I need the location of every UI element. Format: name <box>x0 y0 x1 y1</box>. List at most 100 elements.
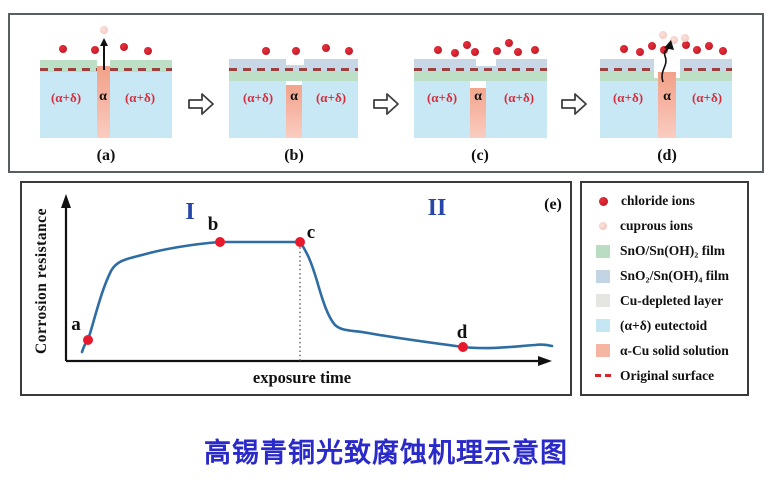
x-axis-label: exposure time <box>253 368 351 387</box>
figure-title: 高锡青铜光致腐蚀机理示意图 <box>204 438 568 469</box>
chloride-ion-dot <box>505 39 513 47</box>
point-c <box>295 237 305 247</box>
sno2-film-swatch-icon <box>596 269 610 283</box>
chloride-ion-dot <box>620 45 628 53</box>
stage-arrow-icon <box>561 93 587 115</box>
chloride-ion-dot <box>322 44 330 52</box>
stage-arrow-icon <box>373 93 399 115</box>
legend-item-label: α-Cu solid solution <box>620 342 729 358</box>
chloride-ion-dot <box>660 46 668 54</box>
point-label-c: c <box>307 222 315 243</box>
stage-arrow-icon <box>188 93 214 115</box>
original-surface-line <box>414 68 547 71</box>
cu-depleted-swatch-icon <box>596 294 610 308</box>
chloride-ion-dot <box>471 48 479 56</box>
graph-box: a b c d I II (e) Corrosion resistance ex… <box>20 181 572 396</box>
chloride-ion-dot <box>693 46 701 54</box>
point-a <box>83 335 93 345</box>
chloride-ion-dot <box>636 48 644 56</box>
chloride-ion-dot <box>451 49 459 57</box>
chloride-ion-dot <box>493 47 501 55</box>
chloride-ion-dot <box>91 46 99 54</box>
legend-box: chloride ions cuprous ions SnO/Sn(OH)₂ f… <box>580 181 749 396</box>
cuprous-ion-dot <box>670 36 678 44</box>
panel-label-a: (a) <box>96 147 116 164</box>
legend-item-label: (α+δ) eutectoid <box>620 317 708 333</box>
point-label-d: d <box>457 322 468 343</box>
ion-release-arrow <box>103 44 105 70</box>
legend-item-sno-film: SnO/Sn(OH)₂ film <box>582 240 747 262</box>
legend-item-label: Cu-depleted layer <box>620 292 724 308</box>
eutectoid-label: (α+δ) <box>691 90 723 105</box>
alpha-phase-label: α <box>474 89 482 104</box>
dissolution-pit <box>470 81 486 88</box>
eutectoid-label: (α+δ) <box>503 90 535 105</box>
panel-label-e: (e) <box>544 196 562 213</box>
cuprous-ion-icon <box>599 222 607 231</box>
eutectoid-label: (α+δ) <box>612 90 644 105</box>
chloride-ion-dot <box>719 47 727 55</box>
panel-label-b: (b) <box>284 147 304 164</box>
legend-item-cuprous-ions: cuprous ions <box>582 215 747 237</box>
eutectoid-label: (α+δ) <box>50 90 82 105</box>
chloride-ion-dot <box>345 47 353 55</box>
chloride-ion-dot <box>682 41 690 49</box>
legend-item-label: SnO/Sn(OH)₂ film <box>620 243 725 259</box>
legend-item-label: cuprous ions <box>620 218 693 234</box>
eutectoid-label: (α+δ) <box>426 90 458 105</box>
stage-2-label: II <box>428 195 447 221</box>
chloride-ion-dot <box>434 46 442 54</box>
chloride-ion-dot <box>144 47 152 55</box>
chloride-ion-dot <box>292 47 300 55</box>
point-d <box>458 342 468 352</box>
chloride-ion-dot <box>120 43 128 51</box>
panel-label-d: (d) <box>657 147 677 164</box>
dissolution-pit <box>286 81 302 85</box>
chloride-ion-dot <box>262 47 270 55</box>
alpha-cu-column <box>470 81 486 138</box>
panel-label-c: (c) <box>471 147 489 164</box>
legend-item-alpha-cu: α-Cu solid solution <box>582 340 747 362</box>
alpha-cu-swatch-icon <box>596 344 610 358</box>
eutectoid-swatch-icon <box>596 319 610 333</box>
legend-item-chloride-ions: chloride ions <box>582 190 747 212</box>
chloride-ion-dot <box>59 45 67 53</box>
ion-escape-arrow <box>661 40 674 83</box>
legend-item-sno2-film: SnO₂/Sn(OH)₄ film <box>582 265 747 287</box>
chloride-ion-dot <box>514 48 522 56</box>
legend-item-original-surface: Original surface <box>582 365 747 387</box>
original-surface-line <box>229 68 358 71</box>
eutectoid-label: (α+δ) <box>242 90 274 105</box>
sno-film-swatch-icon <box>596 244 610 258</box>
alpha-phase-label: α <box>99 89 107 104</box>
chloride-ion-dot <box>531 46 539 54</box>
ion-release-arrowhead <box>100 38 108 46</box>
film-notch <box>476 59 496 66</box>
point-b <box>215 237 225 247</box>
cuprous-ion-dot <box>681 34 689 42</box>
alpha-cu-column <box>97 66 110 138</box>
original-surface-dash-icon <box>595 374 611 378</box>
point-label-b: b <box>208 214 219 235</box>
eutectoid-label: (α+δ) <box>315 90 347 105</box>
sno-film-layer <box>229 71 358 81</box>
sno-film-layer <box>414 71 547 81</box>
alpha-phase-label: α <box>290 89 298 104</box>
alpha-cu-column <box>286 81 302 138</box>
corrosion-resistance-chart: a b c d I II (e) Corrosion resistance ex… <box>33 194 562 387</box>
chloride-ion-dot <box>648 42 656 50</box>
legend-item-label: Original surface <box>620 367 715 383</box>
legend-item-eutectoid: (α+δ) eutectoid <box>582 315 747 337</box>
legend-item-label: chloride ions <box>621 193 695 209</box>
legend-item-label: SnO₂/Sn(OH)₄ film <box>620 268 729 284</box>
eutectoid-label: (α+δ) <box>124 90 156 105</box>
film-notch <box>286 59 304 65</box>
alpha-phase-label: α <box>663 89 671 104</box>
stage-1-label: I <box>185 199 194 225</box>
chloride-ion-dot <box>705 42 713 50</box>
y-axis-label: Corrosion resistance <box>33 208 50 354</box>
cuprous-ion-dot <box>100 26 108 34</box>
chloride-ion-dot <box>463 41 471 49</box>
chloride-ion-icon <box>599 196 608 206</box>
